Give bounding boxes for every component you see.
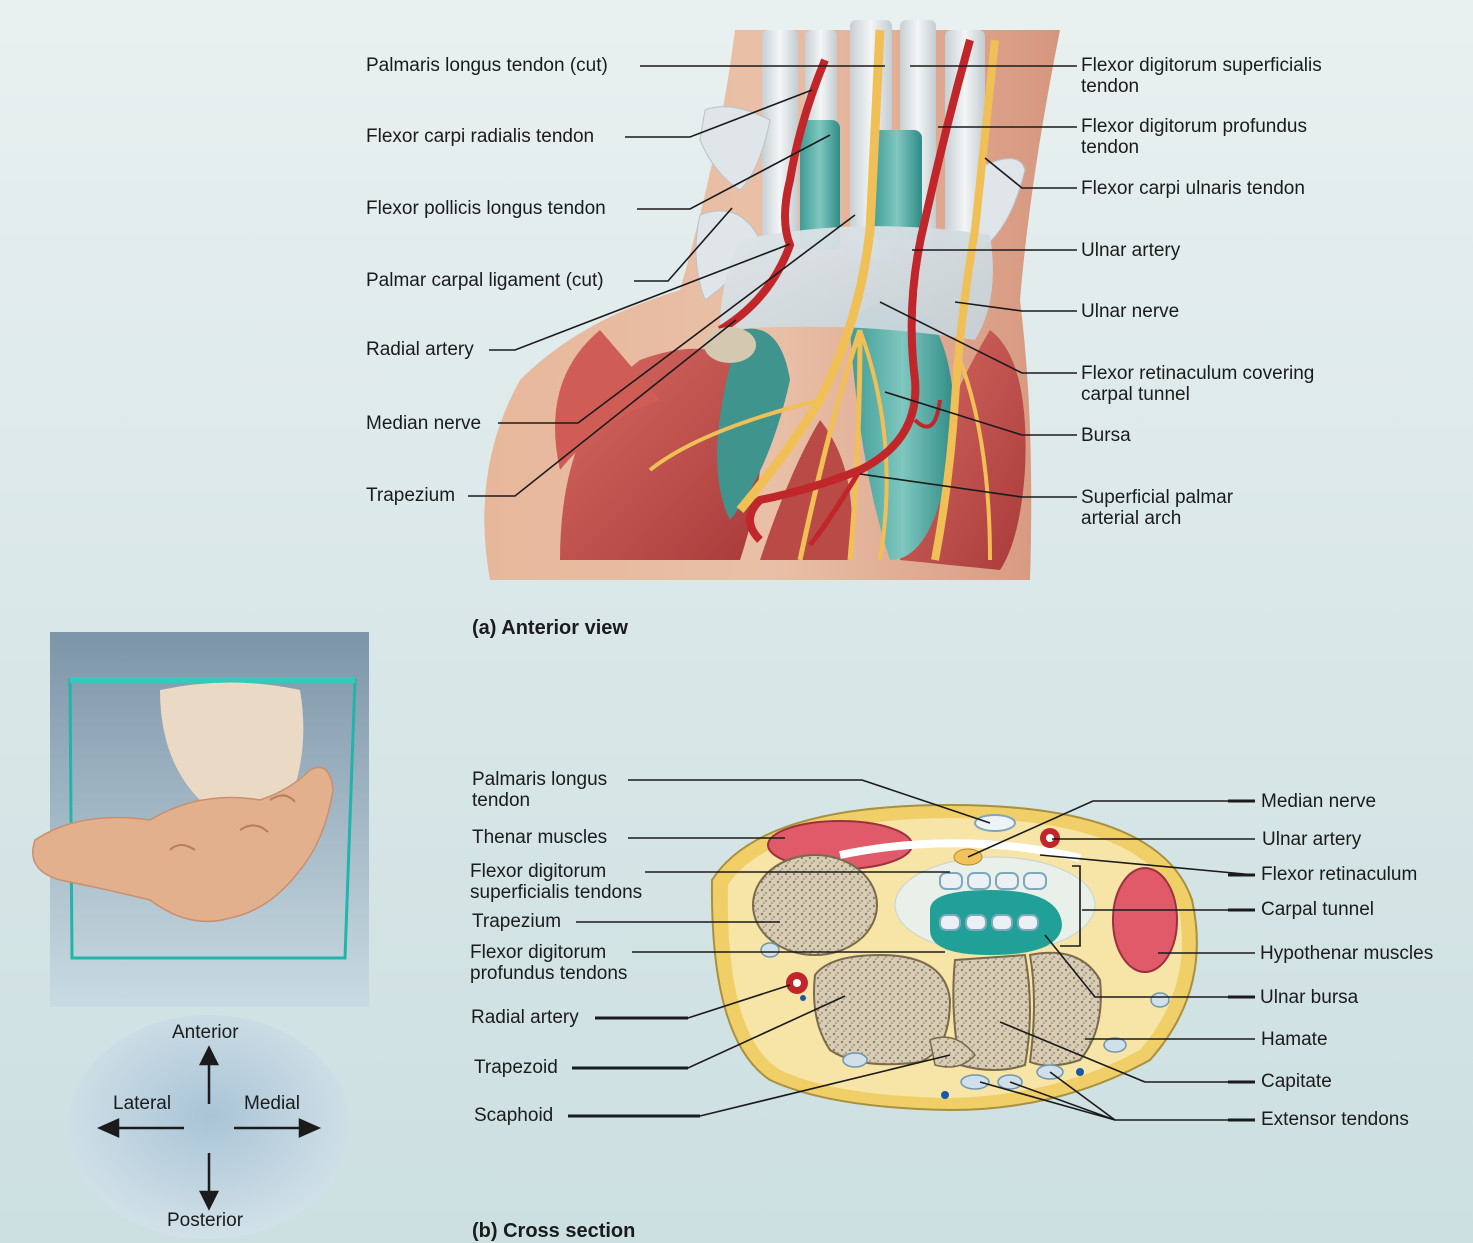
label-line: carpal tunnel (1081, 384, 1314, 405)
label-capitate: Capitate (1261, 1071, 1332, 1092)
caption-anterior-view: (a) Anterior view (472, 617, 628, 640)
label-ulnar-artery-b: Ulnar artery (1262, 829, 1361, 850)
label-line: Superficial palmar (1081, 487, 1233, 508)
anterior-view-illustration (484, 20, 1060, 580)
direction-anterior: Anterior (172, 1022, 239, 1044)
label-extensor-tendons: Extensor tendons (1261, 1109, 1409, 1130)
label-ulnar-bursa: Ulnar bursa (1260, 987, 1358, 1008)
label-radial-artery-a: Radial artery (366, 339, 474, 360)
label-flexor-carpi-radialis-tendon: Flexor carpi radialis tendon (366, 126, 594, 147)
label-palmaris-longus-tendon: Palmaris longus tendon (472, 769, 607, 811)
label-line: arterial arch (1081, 508, 1233, 529)
direction-medial: Medial (244, 1093, 300, 1115)
label-line: tendon (1081, 76, 1322, 97)
label-line: Flexor retinaculum covering (1081, 363, 1314, 384)
label-carpal-tunnel: Carpal tunnel (1261, 899, 1374, 920)
label-palmaris-longus-tendon-cut: Palmaris longus tendon (cut) (366, 55, 608, 76)
label-line: Palmaris longus (472, 769, 607, 790)
label-trapezoid: Trapezoid (474, 1057, 558, 1078)
label-line: Flexor digitorum (470, 861, 642, 882)
label-median-nerve-a: Median nerve (366, 413, 481, 434)
label-ulnar-artery-a: Ulnar artery (1081, 240, 1180, 261)
label-hamate: Hamate (1261, 1029, 1328, 1050)
label-line: superficialis tendons (470, 882, 642, 903)
label-ulnar-nerve: Ulnar nerve (1081, 301, 1179, 322)
label-palmar-carpal-ligament-cut: Palmar carpal ligament (cut) (366, 270, 604, 291)
orientation-inset (33, 632, 369, 1239)
label-bursa: Bursa (1081, 425, 1131, 446)
label-scaphoid: Scaphoid (474, 1105, 553, 1126)
direction-lateral: Lateral (113, 1093, 171, 1115)
label-hypothenar-muscles: Hypothenar muscles (1260, 943, 1433, 964)
label-flexor-carpi-ulnaris-tendon: Flexor carpi ulnaris tendon (1081, 178, 1305, 199)
label-line: Flexor digitorum (470, 942, 627, 963)
label-thenar-muscles: Thenar muscles (472, 827, 607, 848)
label-line: tendon (1081, 137, 1307, 158)
label-flexor-digitorum-superficialis-tendons: Flexor digitorum superficialis tendons (470, 861, 642, 903)
label-flexor-digitorum-superficialis-tendon: Flexor digitorum superficialis tendon (1081, 55, 1322, 97)
label-line: Flexor digitorum profundus (1081, 116, 1307, 137)
direction-posterior: Posterior (167, 1210, 243, 1232)
label-line: Flexor digitorum superficialis (1081, 55, 1322, 76)
label-superficial-palmar-arterial-arch: Superficial palmar arterial arch (1081, 487, 1233, 529)
label-line: profundus tendons (470, 963, 627, 984)
cross-section-illustration (712, 805, 1197, 1110)
label-flexor-digitorum-profundus-tendon: Flexor digitorum profundus tendon (1081, 116, 1307, 158)
label-median-nerve-b: Median nerve (1261, 791, 1376, 812)
label-flexor-digitorum-profundus-tendons: Flexor digitorum profundus tendons (470, 942, 627, 984)
label-trapezium-a: Trapezium (366, 485, 455, 506)
label-radial-artery-b: Radial artery (471, 1007, 579, 1028)
label-trapezium-b: Trapezium (472, 911, 561, 932)
label-flexor-retinaculum: Flexor retinaculum (1261, 864, 1417, 885)
label-flexor-retinaculum-covering-carpal-tunnel: Flexor retinaculum covering carpal tunne… (1081, 363, 1314, 405)
caption-cross-section: (b) Cross section (472, 1220, 635, 1243)
label-line: tendon (472, 790, 607, 811)
label-flexor-pollicis-longus-tendon: Flexor pollicis longus tendon (366, 198, 606, 219)
